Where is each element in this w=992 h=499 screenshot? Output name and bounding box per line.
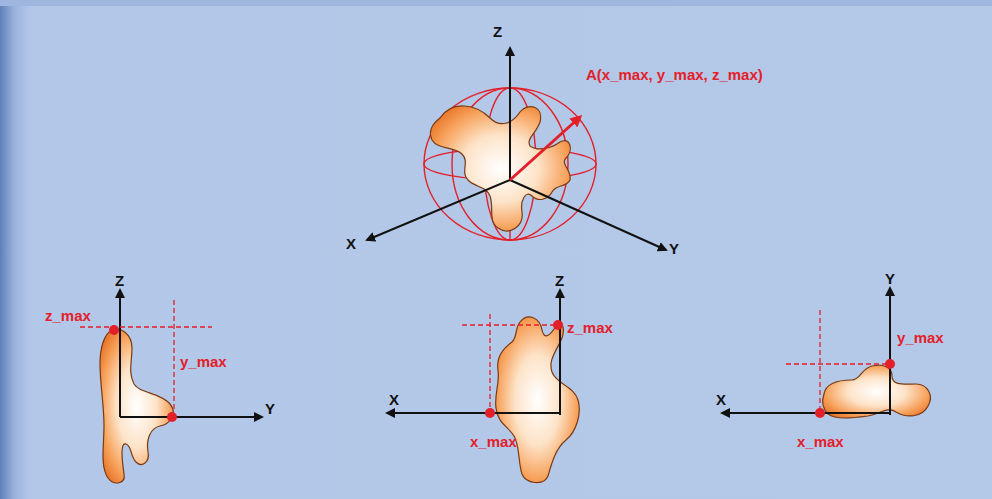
axes-xy (722, 288, 890, 415)
axes-yz (120, 290, 262, 417)
axis-label: X (389, 392, 399, 407)
max-label: y_max (180, 354, 227, 369)
y-max-point (885, 359, 895, 369)
axis-label: Z (493, 24, 502, 39)
guides-xz (462, 314, 556, 410)
guides-xy (786, 310, 886, 408)
z-max-point (553, 320, 563, 330)
axes-xz (387, 290, 560, 415)
max-label: x_max (797, 434, 844, 449)
axis-label: Y (885, 271, 895, 286)
object-yz (100, 329, 173, 483)
axis-label: X (346, 236, 356, 251)
max-label: z_max (45, 308, 91, 323)
object-xy (823, 365, 931, 418)
z-max-point (109, 325, 119, 335)
x-max-point (485, 408, 495, 418)
axis-label: Z (115, 273, 124, 288)
x-max-point (815, 408, 825, 418)
axis-label: Z (555, 273, 564, 288)
y-max-point (167, 412, 177, 422)
radius-arrow (510, 117, 580, 180)
max-label: x_max (470, 434, 517, 449)
object-3d (430, 106, 570, 231)
max-label: z_max (567, 320, 613, 335)
max-label: y_max (897, 330, 944, 345)
axis-label: Y (669, 241, 679, 256)
object-xz (496, 317, 580, 483)
axis-label: Y (265, 401, 275, 416)
axis-label: X (716, 392, 726, 407)
point-label: A(x_max, y_max, z_max) (586, 67, 763, 82)
